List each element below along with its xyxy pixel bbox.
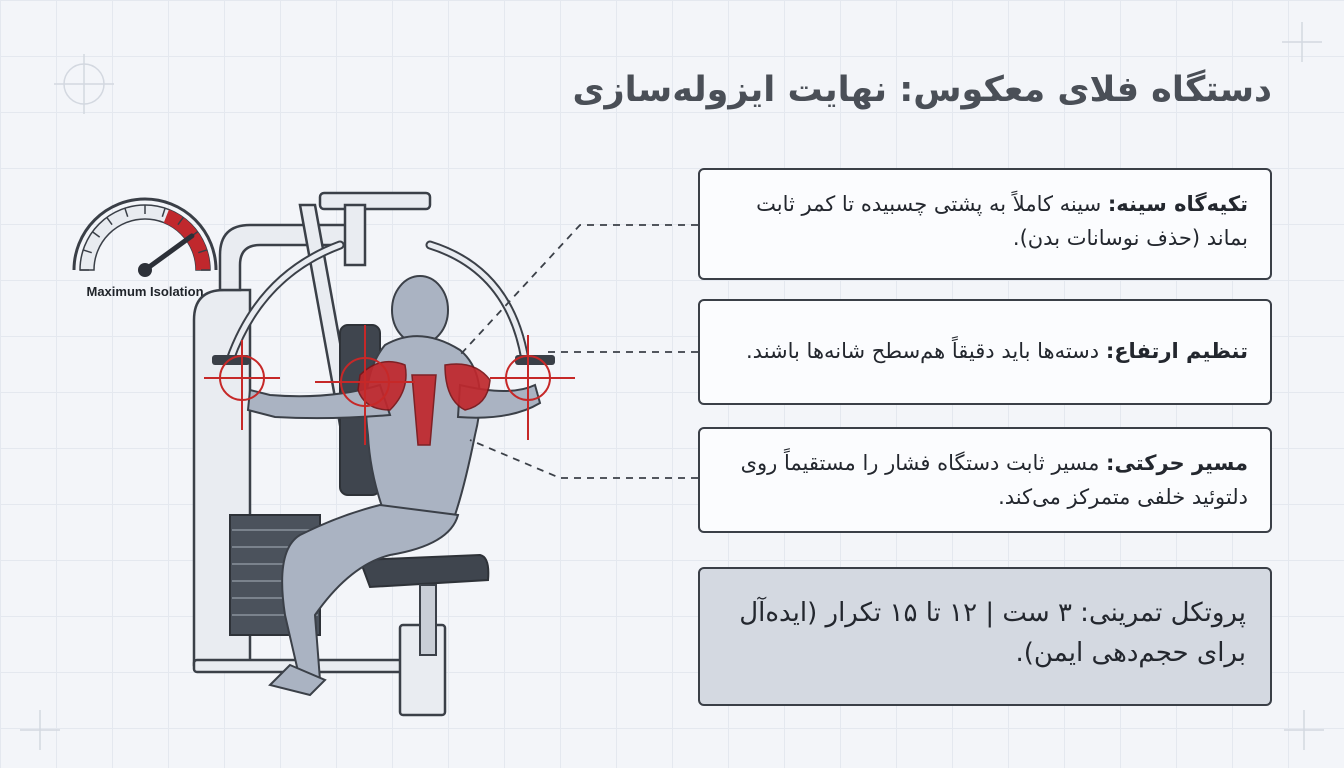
- reverse-fly-machine-illustration: [192, 191, 575, 717]
- corner-crosshair-icon: [1282, 22, 1322, 62]
- corner-crosshair-icon: [54, 54, 114, 114]
- card-body: سینه کاملاً به پشتی چسبیده تا کمر ثابت ب…: [756, 192, 1248, 250]
- training-protocol-card: پروتکل تمرینی: ۳ ست | ۱۲ تا ۱۵ تکرار (ای…: [698, 567, 1272, 706]
- card-heading: مسیر حرکتی:: [1106, 451, 1248, 475]
- protocol-text: پروتکل تمرینی: ۳ ست | ۱۲ تا ۱۵ تکرار (ای…: [739, 598, 1246, 669]
- gauge-tick: [106, 216, 113, 226]
- gauge-label: Maximum Isolation: [86, 284, 204, 299]
- gauge-tick: [198, 249, 208, 254]
- height-adjustment-card: تنظیم ارتفاع: دسته‌ها باید دقیقاً هم‌سطح…: [698, 299, 1272, 405]
- gauge-tick: [161, 207, 166, 217]
- gauge-tick: [177, 216, 184, 226]
- corner-crosshair-icon: [20, 710, 60, 750]
- card-heading: تکیه‌گاه سینه:: [1107, 192, 1248, 216]
- gauge-tick: [82, 249, 92, 254]
- gauge-tick: [124, 207, 129, 217]
- gauge-icon: [72, 197, 218, 277]
- card-heading: تنظیم ارتفاع:: [1105, 339, 1248, 363]
- movement-path-card: مسیر حرکتی: مسیر ثابت دستگاه فشار را مست…: [698, 427, 1272, 533]
- card-body: مسیر ثابت دستگاه فشار را مستقیماً روی دل…: [740, 451, 1248, 509]
- target-crosshair-icon: [315, 325, 415, 445]
- target-crosshair-icon: [204, 340, 280, 430]
- chest-pad-card: تکیه‌گاه سینه: سینه کاملاً به پشتی چسبید…: [698, 168, 1272, 280]
- page-title: دستگاه فلای معکوس: نهایت ایزوله‌سازی: [572, 70, 1272, 110]
- corner-crosshair-icon: [1284, 710, 1324, 750]
- gauge-tick: [91, 231, 101, 238]
- card-body: دسته‌ها باید دقیقاً هم‌سطح شانه‌ها باشند…: [746, 339, 1100, 363]
